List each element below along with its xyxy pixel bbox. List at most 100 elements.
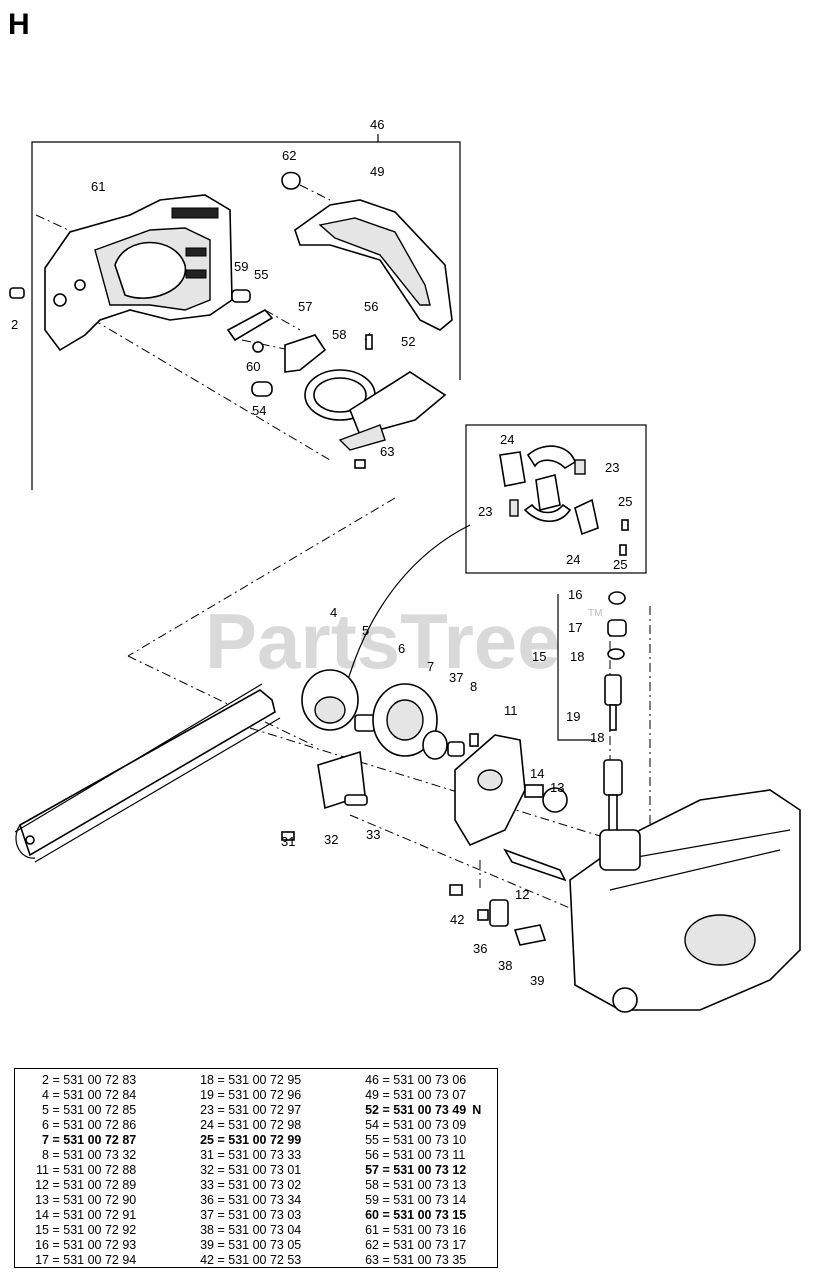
- watermark-tm: TM: [588, 608, 602, 619]
- parts-table-row: 33 = 531 00 73 02: [190, 1178, 350, 1193]
- callout-46: 46: [370, 117, 384, 132]
- parts-table-row: 14 = 531 00 72 91: [25, 1208, 185, 1223]
- parts-table-row: 36 = 531 00 73 34: [190, 1193, 350, 1208]
- part-number: = 531 00 72 94: [49, 1253, 137, 1267]
- part-number: = 531 00 73 15: [379, 1208, 467, 1222]
- callout-36: 36: [473, 941, 487, 956]
- part-callout-number: 39: [200, 1238, 214, 1252]
- callout-5: 5: [362, 623, 369, 638]
- part-callout-number: 8: [42, 1148, 49, 1162]
- guide-bar-and-chain: [14, 524, 471, 863]
- page-title: H: [8, 8, 30, 41]
- part-callout-number: 63: [365, 1253, 379, 1267]
- callout-23-bottom: 23: [478, 504, 492, 519]
- part-callout-number: 58: [365, 1178, 379, 1192]
- assembly-46-frame: [31, 134, 461, 490]
- parts-table-row: 49 = 531 00 73 07: [355, 1088, 515, 1103]
- part-number: = 531 00 72 85: [49, 1103, 137, 1117]
- part-number: = 531 00 73 01: [214, 1163, 302, 1177]
- part-callout-number: 38: [200, 1223, 214, 1237]
- part-number: = 531 00 73 16: [379, 1223, 467, 1237]
- crankcase: [569, 789, 801, 1013]
- callout-61: 61: [91, 179, 105, 194]
- callout-18-top: 18: [570, 649, 584, 664]
- part-number: = 531 00 72 83: [49, 1073, 137, 1087]
- part-callout-number: 52: [365, 1103, 379, 1117]
- parts-table-row: 19 = 531 00 72 96: [190, 1088, 350, 1103]
- part-number: = 531 00 72 90: [49, 1193, 137, 1207]
- callout-24-top: 24: [500, 432, 514, 447]
- parts-table-row: 52 = 531 00 73 49 N: [355, 1103, 515, 1118]
- parts-table-row: 16 = 531 00 72 93: [25, 1238, 185, 1253]
- parts-table-row: 8 = 531 00 73 32: [25, 1148, 185, 1163]
- parts-table-row: 60 = 531 00 73 15: [355, 1208, 515, 1223]
- callout-31: 31: [281, 834, 295, 849]
- part-callout-number: 62: [365, 1238, 379, 1252]
- part-number: = 531 00 72 86: [49, 1118, 137, 1132]
- parts-table-row: 17 = 531 00 72 94: [25, 1253, 185, 1268]
- callout-37: 37: [449, 670, 463, 685]
- part-number: = 531 00 73 33: [214, 1148, 302, 1162]
- callout-11: 11: [504, 703, 518, 718]
- part-callout-number: 61: [365, 1223, 379, 1237]
- callout-13: 13: [550, 780, 564, 795]
- parts-table-row: 38 = 531 00 73 04: [190, 1223, 350, 1238]
- part-callout-number: 12: [35, 1178, 49, 1192]
- parts-table-row: 4 = 531 00 72 84: [25, 1088, 185, 1103]
- parts-table-row: 58 = 531 00 73 13: [355, 1178, 515, 1193]
- part-callout-number: 55: [365, 1133, 379, 1147]
- brake-parts: [226, 171, 447, 469]
- part-number: = 531 00 73 32: [49, 1148, 137, 1162]
- part-callout-number: 46: [365, 1073, 379, 1087]
- callout-59: 59: [234, 259, 248, 274]
- part-callout-number: 23: [200, 1103, 214, 1117]
- callout-32: 32: [324, 832, 338, 847]
- callout-14: 14: [530, 766, 544, 781]
- parts-table-row: 24 = 531 00 72 98: [190, 1118, 350, 1133]
- callout-24-bottom: 24: [566, 552, 580, 567]
- parts-table-row: 23 = 531 00 72 97: [190, 1103, 350, 1118]
- part-callout-number: 4: [42, 1088, 49, 1102]
- callout-12: 12: [515, 887, 529, 902]
- part-callout-number: 2: [42, 1073, 49, 1087]
- callout-6: 6: [398, 641, 405, 656]
- callout-17: 17: [568, 620, 582, 635]
- part-number: = 531 00 73 04: [214, 1223, 302, 1237]
- callout-labels: 2 46 62 49 61 59 55 57 56 58 52 60 54 63…: [9, 117, 632, 988]
- callout-23-top: 23: [605, 460, 619, 475]
- part-callout-number: 16: [35, 1238, 49, 1252]
- parts-table-row: 59 = 531 00 73 14: [355, 1193, 515, 1208]
- new-part-flag: N: [472, 1103, 482, 1117]
- parts-table-row: 55 = 531 00 73 10: [355, 1133, 515, 1148]
- part-callout-number: 7: [42, 1133, 49, 1147]
- part-number: = 531 00 72 92: [49, 1223, 137, 1237]
- part-callout-number: 57: [365, 1163, 379, 1177]
- part-number: = 531 00 72 84: [49, 1088, 137, 1102]
- exploded-parts-diagram: PartsTree TM: [9, 117, 801, 1013]
- parts-table-row: 32 = 531 00 73 01: [190, 1163, 350, 1178]
- parts-table-row: 6 = 531 00 72 86: [25, 1118, 185, 1133]
- part-number: = 531 00 72 91: [49, 1208, 137, 1222]
- parts-table-row: 5 = 531 00 72 85: [25, 1103, 185, 1118]
- part-callout-number: 54: [365, 1118, 379, 1132]
- parts-table-row: 39 = 531 00 73 05: [190, 1238, 350, 1253]
- callout-62: 62: [282, 148, 296, 163]
- parts-table-row: 12 = 531 00 72 89: [25, 1178, 185, 1193]
- part-callout-number: 14: [35, 1208, 49, 1222]
- part-number: = 531 00 73 10: [379, 1133, 467, 1147]
- part-number: = 531 00 72 96: [214, 1088, 302, 1102]
- part-number: = 531 00 73 34: [214, 1193, 302, 1207]
- parts-table-row: 54 = 531 00 73 09: [355, 1118, 515, 1133]
- part-number: = 531 00 73 49: [379, 1103, 467, 1117]
- clutch-detail-parts: [499, 445, 629, 556]
- part-callout-number: 36: [200, 1193, 214, 1207]
- part-callout-number: 24: [200, 1118, 214, 1132]
- part-number: = 531 00 73 02: [214, 1178, 302, 1192]
- part-number: = 531 00 72 88: [49, 1163, 137, 1177]
- parts-table-row: 37 = 531 00 73 03: [190, 1208, 350, 1223]
- parts-table-row: 63 = 531 00 73 35: [355, 1253, 515, 1268]
- part-callout-number: 33: [200, 1178, 214, 1192]
